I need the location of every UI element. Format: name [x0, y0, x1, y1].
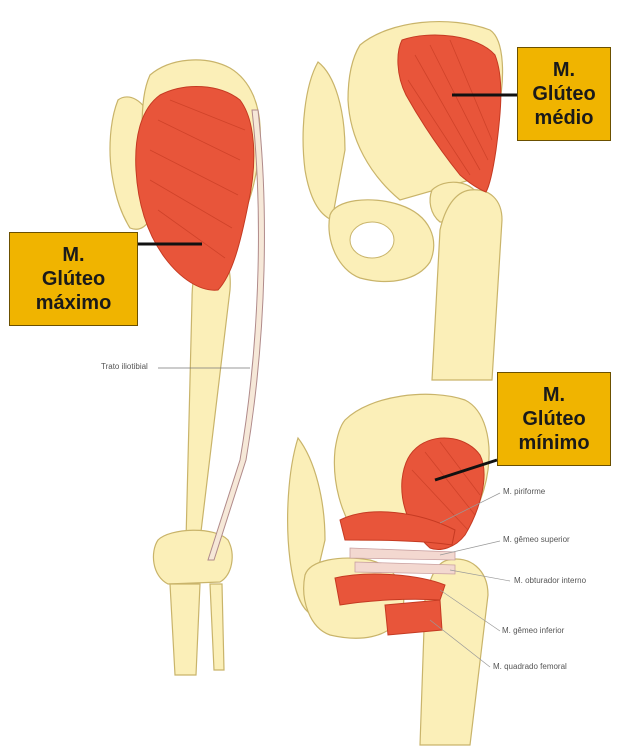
fibula-bone	[210, 584, 224, 670]
obturator-foramen	[350, 222, 394, 258]
top-right-hip-figure	[303, 22, 517, 380]
gemeo-superior-label: M. gêmeo superior	[503, 535, 570, 544]
quadrado-femoral-label: M. quadrado femoral	[493, 662, 567, 671]
piriforme-label: M. piriforme	[503, 487, 545, 496]
quadratus-femoris-muscle	[385, 600, 442, 635]
gluteo-maximo-label: M. Glúteo máximo	[9, 232, 138, 326]
femur-shaft	[186, 250, 230, 546]
obturador-interno-label: M. obturador interno	[514, 576, 586, 585]
tibia-bone	[170, 584, 200, 675]
gluteo-minimo-label: M. Glúteo mínimo	[497, 372, 611, 466]
bottom-right-hip-figure	[288, 394, 510, 745]
gemeo-inferior-label: M. gêmeo inferior	[502, 626, 564, 635]
sacrum-bone	[303, 62, 345, 220]
gluteo-medio-label: M. Glúteo médio	[517, 47, 611, 141]
gluteus-maximus-muscle	[136, 86, 254, 290]
trato-iliotibial-label: Trato iliotibial	[101, 362, 148, 371]
